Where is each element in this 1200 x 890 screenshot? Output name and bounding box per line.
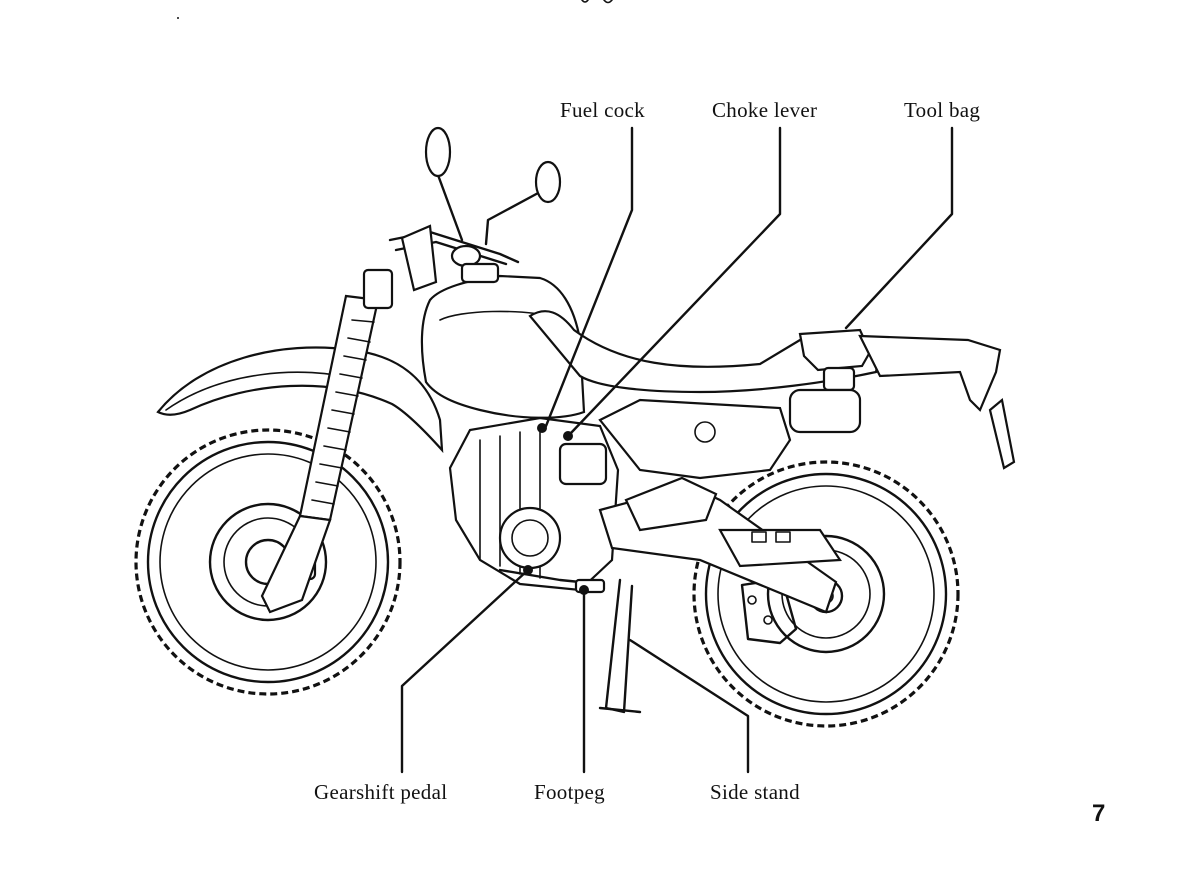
- tool-bag-leader: [844, 126, 954, 330]
- front-wheel: [134, 428, 402, 696]
- label-tool-bag: Tool bag: [904, 98, 981, 122]
- callout-lines: [400, 126, 954, 774]
- swingarm: [598, 476, 842, 614]
- label-side-stand: Side stand: [710, 780, 800, 804]
- gearshift-pedal-leader: [400, 568, 530, 774]
- side-stand-leader: [628, 638, 750, 774]
- seat: [528, 310, 882, 394]
- header-marks: [177, 0, 613, 19]
- label-fuel-cock: Fuel cock: [560, 98, 645, 122]
- rear-fender: [822, 334, 1016, 470]
- engine: [448, 416, 620, 592]
- lower-parts: [498, 565, 642, 714]
- front-fork: [260, 268, 394, 614]
- label-footpeg: Footpeg: [534, 780, 605, 804]
- handlebar: [388, 126, 562, 292]
- page-number: 7: [1092, 800, 1106, 827]
- side-cover: [598, 388, 862, 480]
- fuel-cock-leader: [544, 126, 634, 428]
- label-choke-lever: Choke lever: [712, 98, 818, 122]
- choke-lever-leader: [568, 126, 782, 436]
- label-gearshift-pedal: Gearshift pedal: [314, 780, 448, 804]
